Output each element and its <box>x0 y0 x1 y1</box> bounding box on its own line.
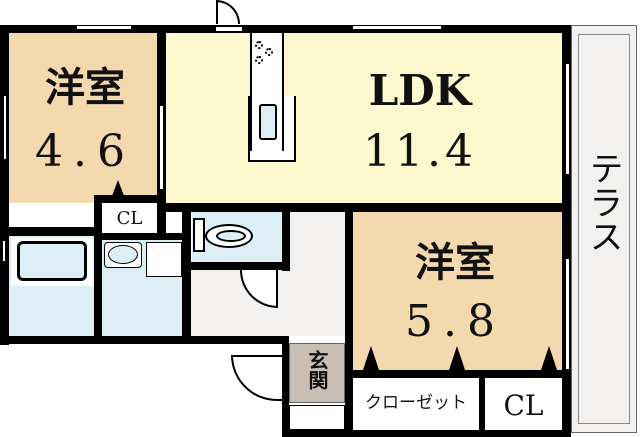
entrance-label: 玄関 <box>305 350 329 390</box>
wall-cl-left <box>94 195 102 336</box>
wall-toilet-bottom <box>191 262 290 270</box>
western-room-1-size: 4.6 <box>35 126 135 177</box>
ldk-room <box>166 33 570 203</box>
ldk-name: LDK <box>368 66 472 115</box>
window <box>565 258 570 370</box>
balcony-door-swing <box>216 0 240 24</box>
washbasin-bowl-icon <box>108 245 138 264</box>
window <box>352 25 442 30</box>
wall-closet-top <box>353 370 562 378</box>
wall-ldk-bottom <box>157 203 571 212</box>
western-room-4-6 <box>9 33 157 203</box>
stove-burner-icon <box>265 48 273 56</box>
stove-burner-icon <box>255 41 263 49</box>
window <box>215 26 243 32</box>
hallway-upper <box>290 212 345 336</box>
western-room-2-size: 5.8 <box>405 296 505 347</box>
closet-cl-1 <box>102 203 157 233</box>
wall-cl-top <box>94 195 157 203</box>
door-marker-icon <box>112 180 124 196</box>
entry-door-swing <box>231 355 283 401</box>
stove-burner-icon <box>255 56 263 64</box>
western-room-1-name: 洋室 <box>45 64 125 111</box>
entrance-shoe-cabinet <box>289 405 345 430</box>
wall-bath-bottom <box>0 336 289 344</box>
wall-right <box>562 25 571 435</box>
wall-top <box>0 25 571 33</box>
entrance <box>289 343 345 403</box>
kitchen-sink-icon <box>259 104 277 140</box>
wall-left <box>0 25 9 345</box>
western-room-5-8 <box>353 212 562 372</box>
window <box>2 240 6 262</box>
bathtub-basin-icon <box>17 241 87 281</box>
wall-bottom <box>282 430 571 437</box>
toilet-seat-icon <box>216 230 246 242</box>
window <box>565 63 570 175</box>
western-room-2-name: 洋室 <box>415 239 495 286</box>
wall-cl-bottom <box>94 233 190 240</box>
terrace: テラス <box>571 25 637 433</box>
window <box>159 105 164 190</box>
closet-cl-1-label: CL <box>116 208 143 229</box>
window <box>3 95 7 160</box>
wall-washroom-right <box>182 203 191 336</box>
wall-hall-right <box>345 203 353 437</box>
washing-machine-icon <box>146 242 182 277</box>
door-marker-icon <box>363 346 379 370</box>
closet-large-label: クローゼット <box>365 393 467 413</box>
ldk-size: 11.4 <box>363 126 477 177</box>
toilet-tank-icon <box>193 218 205 252</box>
wall-entrance-left <box>282 336 289 437</box>
door-marker-icon <box>449 346 465 370</box>
closet-cl-2 <box>485 378 562 430</box>
wall-toilet-right <box>282 203 290 271</box>
door-marker-icon <box>541 346 557 370</box>
closet-large <box>353 378 479 430</box>
closet-cl-2-label: CL <box>503 389 544 422</box>
window <box>76 25 132 30</box>
wall-closet-divider <box>479 370 485 430</box>
wall-room1-bottom <box>0 227 102 236</box>
terrace-label: テラス <box>583 151 623 253</box>
